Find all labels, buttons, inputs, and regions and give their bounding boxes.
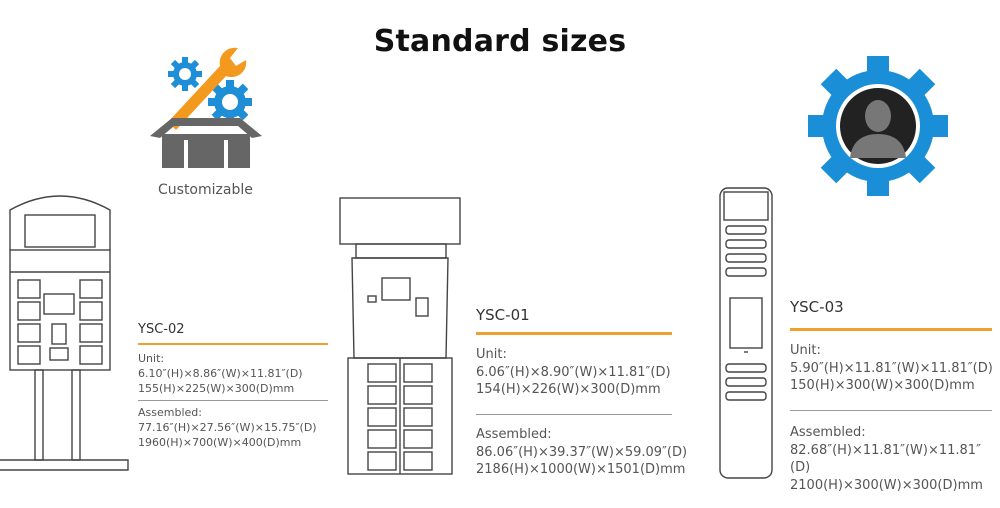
ysc-02-accent-line <box>138 343 328 345</box>
customizable-icon <box>150 47 262 168</box>
ysc-01-accent-line <box>476 332 672 335</box>
page-title: Standard sizes <box>373 24 627 59</box>
ysc-01-assembled-imperial: 86.06″(H)×39.37″(W)×59.09″(D) <box>476 444 688 460</box>
customizable-label: Customizable <box>158 182 253 198</box>
ysc-02-assembled-label: Assembled: <box>138 406 202 419</box>
ysc-03-unit-metric: 150(H)×300(W)×300(D)mm <box>790 378 975 394</box>
ysc-02-unit-label: Unit: <box>138 352 165 365</box>
ysc-01-unit-metric: 154(H)×226(W)×300(D)mm <box>476 382 661 398</box>
ysc-02-unit-imperial: 6.10″(H)×8.86″(W)×11.81″(D) <box>138 366 303 380</box>
ysc-01-kiosk-image <box>339 197 461 475</box>
ysc-02-kiosk-image <box>0 195 129 471</box>
ysc-02-assembled-imperial: 77.16″(H)×27.56″(W)×15.75″(D) <box>138 420 317 434</box>
ysc-03-unit-imperial: 5.90″(H)×11.81″(W)×11.81″(D) <box>790 360 993 376</box>
ysc-02-assembled-metric: 1960(H)×700(W)×400(D)mm <box>138 435 302 449</box>
ysc-02-divider <box>138 400 328 401</box>
personalization-icon <box>808 56 948 196</box>
ysc-01-model: YSC-01 <box>476 306 530 324</box>
ysc-03-accent-line <box>790 328 992 331</box>
ysc-03-kiosk-image <box>719 187 773 479</box>
ysc-01-assembled-metric: 2186(H)×1000(W)×1501(D)mm <box>476 462 686 478</box>
ysc-03-assembled-imperial: 82.68″(H)×11.81″(W)×11.81″(D) <box>790 442 981 476</box>
ysc-01-unit-label: Unit: <box>476 347 507 362</box>
ysc-01-assembled-label: Assembled: <box>476 427 552 442</box>
ysc-03-assembled-metric: 2100(H)×300(W)×300(D)mm <box>790 477 983 493</box>
ysc-02-unit-metric: 155(H)×225(W)×300(D)mm <box>138 381 295 395</box>
ysc-01-unit-imperial: 6.06″(H)×8.90″(W)×11.81″(D) <box>476 364 671 380</box>
ysc-03-unit-label: Unit: <box>790 343 821 358</box>
ysc-03-assembled-label: Assembled: <box>790 425 866 440</box>
ysc-03-divider <box>790 410 992 411</box>
ysc-02-model: YSC-02 <box>138 322 185 337</box>
ysc-03-model: YSC-03 <box>790 298 844 316</box>
ysc-01-divider <box>476 414 672 415</box>
